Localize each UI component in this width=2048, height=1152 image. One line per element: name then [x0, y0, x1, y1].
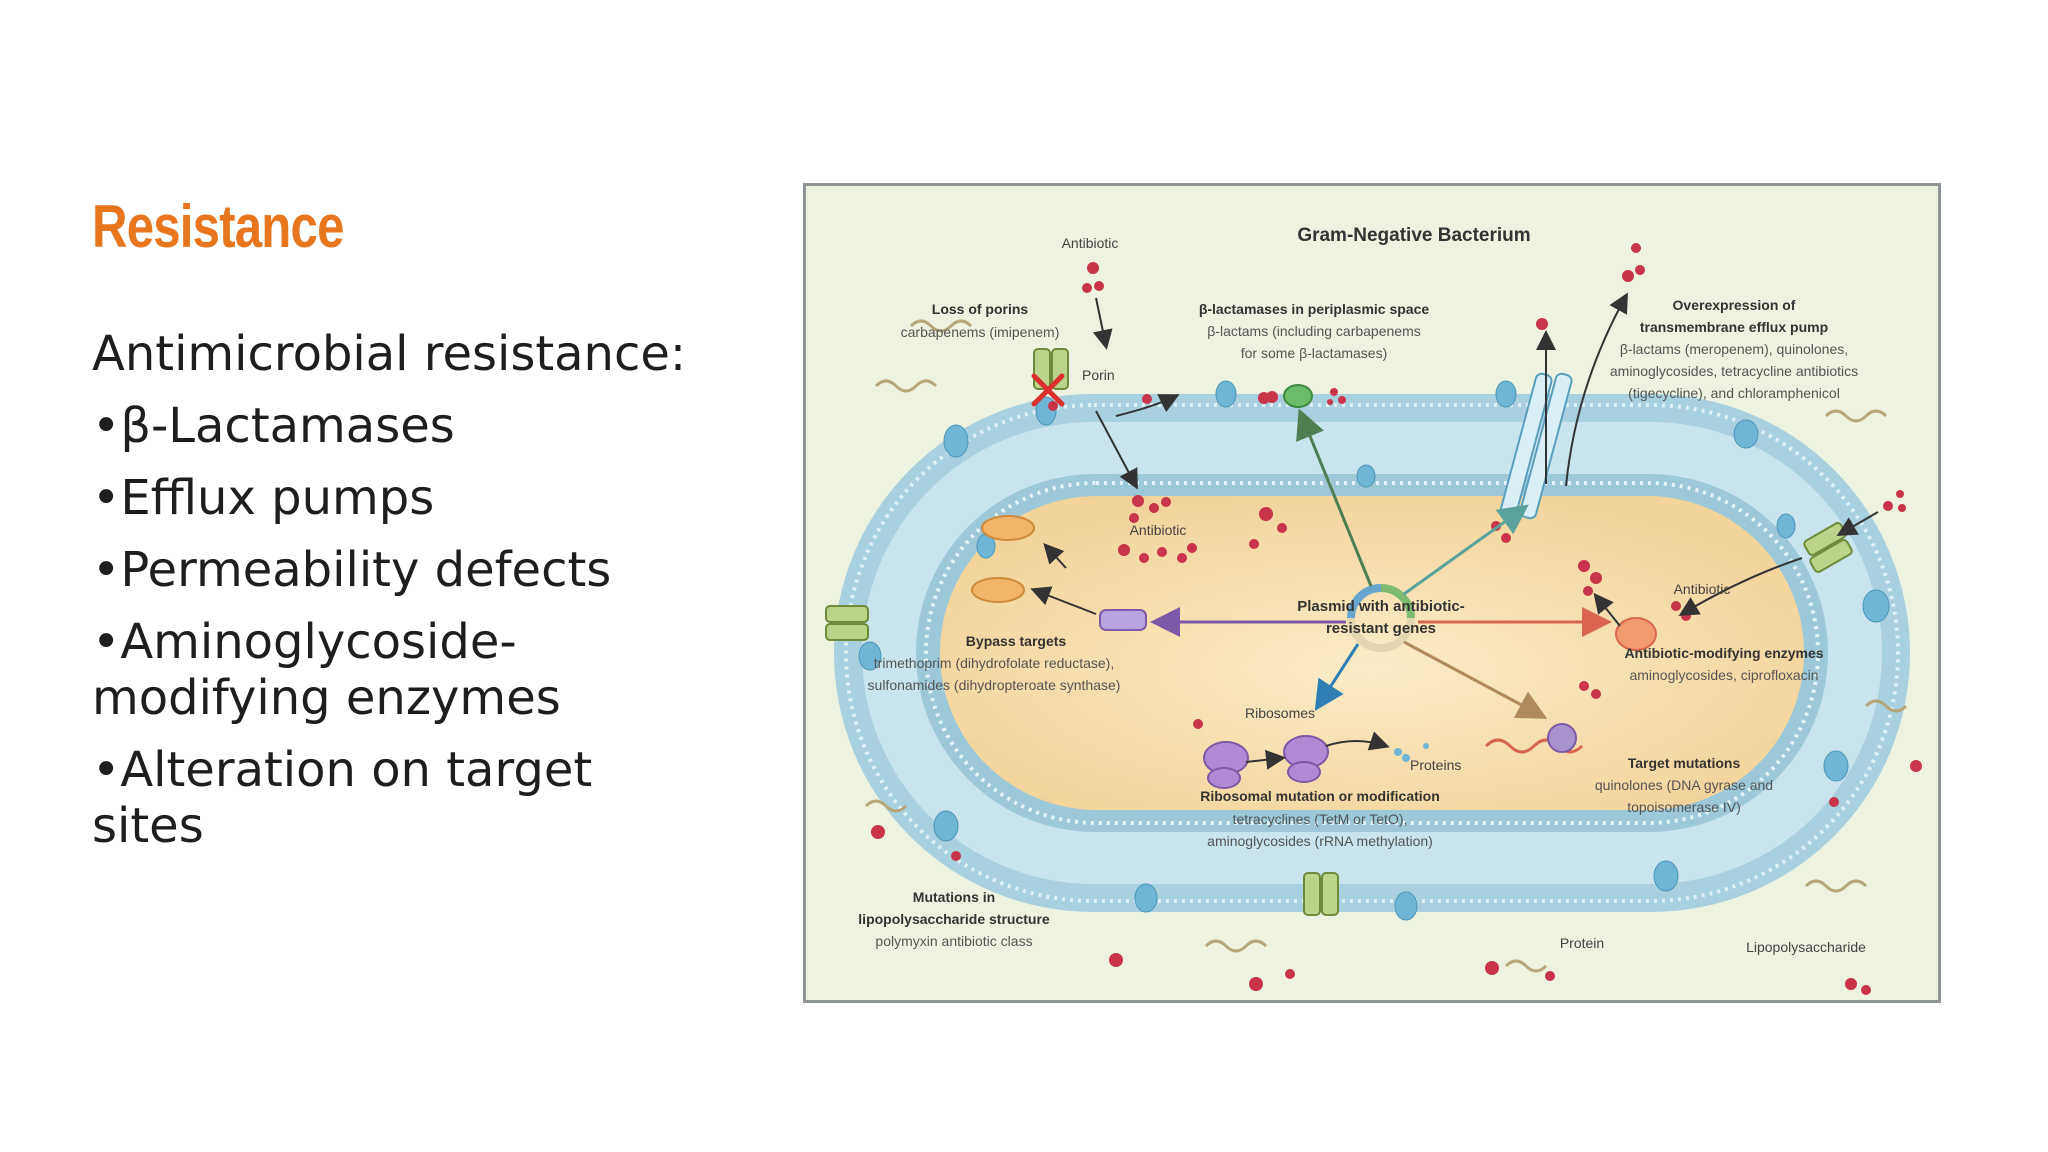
bypass-enzyme-2 — [971, 577, 1025, 603]
beta-lactamase-enzyme — [1283, 384, 1313, 408]
label-porin: Porin — [1082, 367, 1115, 383]
label-protein: Protein — [1560, 935, 1604, 951]
loss-of-porins-heading: Loss of porins — [932, 301, 1029, 317]
arrow-to-ribosomes — [1314, 643, 1360, 712]
target-heading: Target mutations — [1628, 755, 1741, 771]
intro-text: Antimicrobial resistance: — [92, 326, 687, 382]
bypass-detail-1: trimethoprim (dihydrofolate reductase), — [874, 655, 1114, 671]
protein-fragments — [1394, 743, 1429, 762]
plasmid-label-2: resistant genes — [1326, 620, 1436, 637]
bypass-heading: Bypass targets — [966, 633, 1067, 649]
blocked-porin-mark — [1031, 373, 1065, 407]
label-antibiotic-inner: Antibiotic — [1130, 522, 1187, 538]
bullet-efflux-pumps: •Efflux pumps — [92, 470, 435, 526]
label-antibiotic-right: Antibiotic — [1674, 581, 1731, 597]
bacterium-diagram: Gram-Negative Bacterium Antibiotic Porin… — [806, 186, 1938, 1000]
lps-heading-2: lipopolysaccharide structure — [858, 911, 1050, 927]
arrow-to-target — [1403, 640, 1548, 719]
efflux-detail-3: (tigecycline), and chloramphenicol — [1628, 385, 1840, 401]
bullet-beta-lactamases: •β-Lactamases — [92, 398, 455, 454]
modifying-heading: Antibiotic-modifying enzymes — [1624, 645, 1823, 661]
modifying-detail: aminoglycosides, ciprofloxacin — [1629, 667, 1818, 683]
bypass-target-gene — [1099, 609, 1147, 631]
slide-title: Resistance — [92, 193, 344, 260]
flow-arrows — [1030, 292, 1879, 770]
lps-detail: polymyxin antibiotic class — [875, 933, 1032, 949]
modifying-enzyme — [1615, 617, 1657, 651]
label-proteins: Proteins — [1410, 757, 1461, 773]
efflux-heading-1: Overexpression of — [1673, 297, 1796, 313]
ribosomal-detail-1: tetracyclines (TetM or TetO), — [1233, 811, 1408, 827]
beta-lactamase-heading: β-lactamases in periplasmic space — [1199, 301, 1430, 317]
bullet-target-alteration: •Alteration on target sites — [92, 742, 593, 854]
arrow-to-efflux — [1403, 504, 1529, 596]
loss-of-porins-detail: carbapenems (imipenem) — [901, 324, 1060, 340]
beta-lactamase-detail-1: β-lactams (including carbapenems — [1207, 323, 1420, 339]
bacterium-figure: Gram-Negative Bacterium Antibiotic Porin… — [803, 183, 1941, 1003]
bullet-permeability-defects: •Permeability defects — [92, 542, 612, 598]
efflux-detail-2: aminoglycosides, tetracycline antibiotic… — [1610, 363, 1858, 379]
cytoplasm — [940, 496, 1804, 810]
lipopolysaccharide-chains — [864, 319, 1908, 973]
plasmid-label-1: Plasmid with antibiotic- — [1297, 598, 1465, 615]
lps-heading-1: Mutations in — [913, 889, 995, 905]
dna-gyrase — [1547, 723, 1577, 753]
label-lipopolysaccharide: Lipopolysaccharide — [1746, 939, 1866, 955]
label-ribosomes: Ribosomes — [1245, 705, 1315, 721]
ribosomal-detail-2: aminoglycosides (rRNA methylation) — [1207, 833, 1433, 849]
figure-title: Gram-Negative Bacterium — [1297, 225, 1530, 246]
bullet-aminoglycoside-enzymes: •Aminoglycoside-modifying enzymes — [92, 614, 561, 726]
target-detail-1: quinolones (DNA gyrase and — [1595, 777, 1773, 793]
slide-body: Antimicrobial resistance: •β-Lactamases … — [92, 326, 712, 870]
ribosomal-heading: Ribosomal mutation or modification — [1200, 788, 1440, 804]
label-antibiotic-top: Antibiotic — [1062, 235, 1119, 251]
bypass-enzyme-1 — [981, 515, 1035, 541]
efflux-heading-2: transmembrane efflux pump — [1640, 319, 1828, 335]
ribosomes — [1203, 735, 1329, 789]
beta-lactamase-detail-2: for some β-lactamases) — [1241, 345, 1388, 361]
arrow-to-betalactamase — [1296, 408, 1373, 587]
target-detail-2: topoisomerase IV) — [1627, 799, 1741, 815]
degraded-antibiotic — [1327, 388, 1346, 405]
efflux-detail-1: β-lactams (meropenem), quinolones, — [1620, 341, 1848, 357]
bypass-detail-2: sulfonamides (dihydropteroate synthase) — [868, 677, 1121, 693]
membrane-proteins — [858, 380, 1890, 921]
